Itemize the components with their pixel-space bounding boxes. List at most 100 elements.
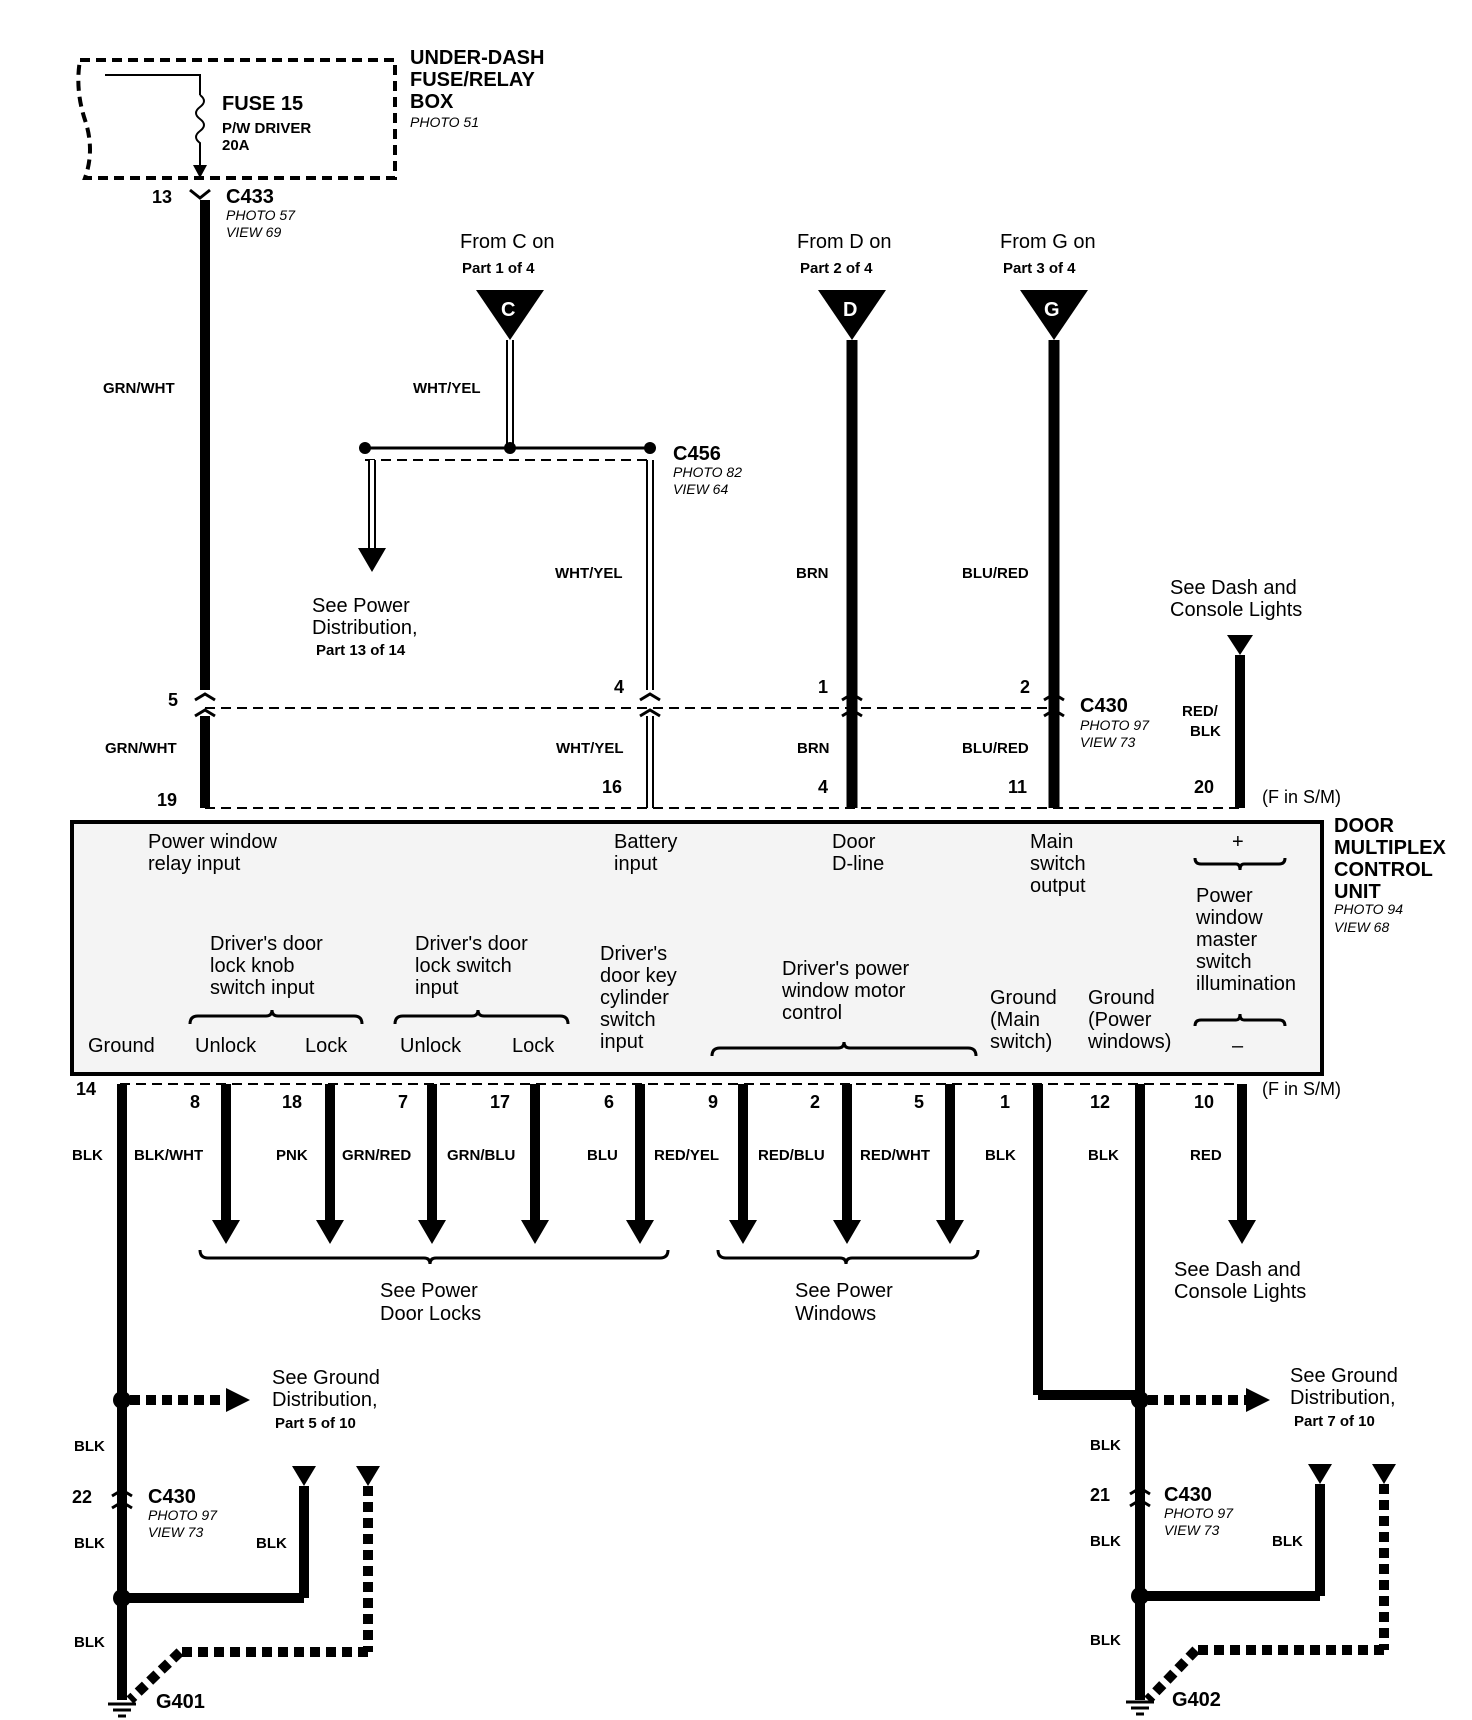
c430-top-pin-2: 2 [1020,677,1030,697]
unit-view: VIEW 68 [1334,919,1389,935]
bw-label-blk-3: BLK [1088,1147,1119,1164]
right-blk-3: BLK [1272,1533,1303,1550]
c456-photo: PHOTO 82 [673,464,742,480]
left-see-ground-2: Distribution, [272,1389,378,1411]
unit-title-1: DOOR [1334,815,1395,837]
f-in-sm-top: (F in S/M) [1262,787,1341,807]
unit-pin-4: 4 [818,777,828,797]
fuse-box-title-3: BOX [410,91,454,113]
right-ground: See Ground Distribution, Part 7 of 10 BL… [1090,1365,1398,1716]
wire-label-red-blk-2: BLK [1190,723,1221,740]
unit-title-2: MULTIPLEX [1334,837,1447,859]
pw-relay-2: relay input [148,853,241,875]
source-d-part: Part 2 of 4 [800,260,873,277]
main-switch-1: Main [1030,831,1073,853]
battery-1: Battery [614,831,677,853]
illum-1: Power [1196,885,1253,907]
bottom-pin-1: 1 [1000,1092,1010,1112]
fuse-relay-box: UNDER-DASH FUSE/RELAY BOX PHOTO 51 FUSE … [76,47,544,180]
wire-label-red-blk-1: RED/ [1182,703,1219,720]
c430-top-pin-1: 1 [818,677,828,697]
bw-label-blk-1: BLK [72,1147,103,1164]
bw-label-grn-blu: GRN/BLU [447,1147,515,1164]
lockswitch-3: input [415,977,459,999]
fuse-box-title-1: UNDER-DASH [410,47,544,69]
see-dash-top-2: Console Lights [1170,599,1302,621]
right-c430-photo: PHOTO 97 [1164,1505,1234,1521]
c456-view: VIEW 64 [673,481,728,497]
pw-relay-1: Power window [148,831,278,853]
source-d-letter: D [843,299,857,321]
c433-pin: 13 [152,187,172,207]
see-power-door-locks-2: Door Locks [380,1303,481,1325]
left-see-ground-3: Part 5 of 10 [275,1415,356,1432]
ground-pw-3: windows) [1087,1031,1171,1053]
motor-2: window motor [781,980,906,1002]
c430-top-pin-5: 5 [168,690,178,710]
unlock-2: Unlock [400,1035,462,1057]
right-see-ground-2: Distribution, [1290,1387,1396,1409]
bottom-pin-2: 2 [810,1092,820,1112]
source-d-from: From D on [797,231,891,253]
knob-1: Driver's door [210,933,323,955]
see-dash-top-1: See Dash and [1170,577,1297,599]
source-c-letter: C [501,299,515,321]
illum-4: switch [1196,951,1252,973]
unit-pin-16: 16 [602,777,622,797]
keycyl-3: cylinder [600,987,669,1009]
bw-label-blk-wht: BLK/WHT [134,1147,203,1164]
wire-label-blu-red: BLU/RED [962,565,1029,582]
right-c430-name: C430 [1164,1484,1212,1506]
knob-3: switch input [210,977,315,999]
bottom-pin-9: 9 [708,1092,718,1112]
ground-pw-1: Ground [1088,987,1155,1009]
left-c430-pin: 22 [72,1487,92,1507]
fuse-box-photo: PHOTO 51 [410,114,479,130]
right-blk-1: BLK [1090,1437,1121,1454]
keycyl-4: switch [600,1009,656,1031]
see-power-dist-1: See Power [312,595,410,617]
c430-top-pin-4: 4 [614,677,624,697]
illum-5: illumination [1196,973,1296,995]
left-see-ground-1: See Ground [272,1367,380,1389]
keycyl-2: door key [600,965,677,987]
main-switch-2: switch [1030,853,1086,875]
f-in-sm-bottom: (F in S/M) [1262,1079,1341,1099]
connector-c430-top: 5 4 1 2 C430 PHOTO 97 VIEW 73 [168,677,1150,750]
source-g-from: From G on [1000,231,1096,253]
fuse-circuit: P/W DRIVER [222,120,311,137]
wire-label-wht-yel: WHT/YEL [555,565,623,582]
c430-top-view: VIEW 73 [1080,734,1135,750]
left-blk-1: BLK [74,1438,105,1455]
illum-minus: – [1232,1035,1244,1057]
source-c-part: Part 1 of 4 [462,260,535,277]
right-c430-pin: 21 [1090,1485,1110,1505]
bottom-pin-17: 17 [490,1092,510,1112]
see-power-windows-2: Windows [795,1303,876,1325]
unit-pin-20: 20 [1194,777,1214,797]
door-multiplex-control-unit: DOOR MULTIPLEX CONTROL UNIT PHOTO 94 VIE… [70,815,1447,1076]
bottom-pin-10: 10 [1194,1092,1214,1112]
c430-top-photo: PHOTO 97 [1080,717,1150,733]
bw-label-blk-2: BLK [985,1147,1016,1164]
ground-label: Ground [88,1035,155,1057]
unit-photo: PHOTO 94 [1334,901,1403,917]
door-dline-1: Door [832,831,876,853]
source-g-part: Part 3 of 4 [1003,260,1076,277]
keycyl-5: input [600,1031,644,1053]
unit-title-4: UNIT [1334,881,1381,903]
main-switch-3: output [1030,875,1086,897]
left-g-name: G401 [156,1691,205,1713]
unlock-1: Unlock [195,1035,257,1057]
left-ground: See Ground Distribution, Part 5 of 10 BL… [72,1367,380,1718]
wire-wht-yel-group: WHT/YEL WHT/YEL [358,340,656,690]
bw-label-red-wht: RED/WHT [860,1147,930,1164]
fuse-rating: 20A [222,137,250,154]
ground-main-3: switch) [990,1031,1052,1053]
bottom-pin-7: 7 [398,1092,408,1112]
ground-main-1: Ground [990,987,1057,1009]
bw-label-blu: BLU [587,1147,618,1164]
c433-photo: PHOTO 57 [226,207,296,223]
source-c-from: From C on [460,231,554,253]
